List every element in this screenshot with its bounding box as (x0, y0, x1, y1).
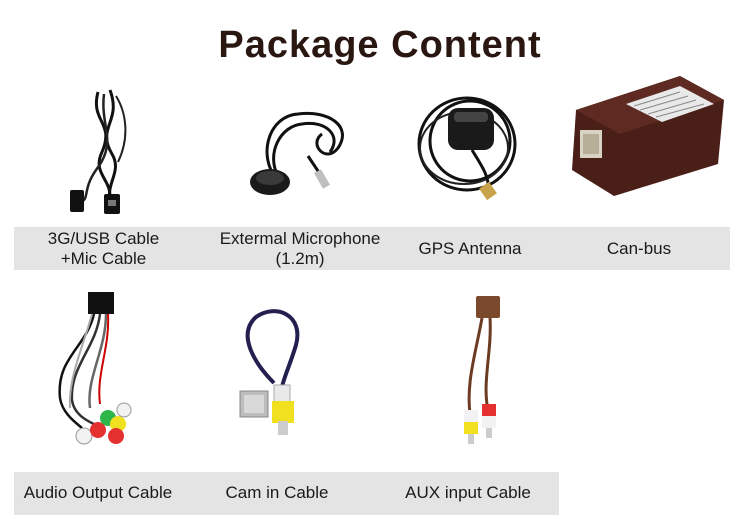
item-label-audio-output: Audio Output Cable (14, 483, 182, 503)
canbus-box-icon (568, 74, 728, 198)
item-label-gps-antenna: GPS Antenna (400, 239, 540, 259)
item-label-cam-in: Cam in Cable (200, 483, 354, 503)
page-title: Package Content (218, 24, 542, 66)
label-band-bottom (14, 472, 559, 515)
item-label-line: Extermal Microphone (219, 229, 381, 248)
item-label-line: Audio Output Cable (23, 483, 173, 502)
gps-antenna-icon (412, 86, 527, 206)
item-label-aux-input: AUX input Cable (388, 483, 548, 503)
item-label-microphone: Extermal Microphone (1.2m) (200, 229, 400, 269)
camera-cable-icon (226, 305, 316, 445)
item-label-line: AUX input Cable (405, 483, 531, 502)
label-band-top (14, 227, 730, 270)
item-label-line: +Mic Cable (60, 249, 147, 268)
microphone-icon (238, 96, 358, 202)
aux-cable-icon (436, 292, 516, 452)
item-label-line: GPS Antenna (418, 239, 522, 258)
item-label-canbus: Can-bus (548, 239, 730, 259)
item-label-line: Cam in Cable (225, 483, 329, 502)
item-label-line: (1.2m) (275, 249, 325, 268)
usb-cable-icon (60, 82, 150, 217)
item-label-line: 3G/USB Cable (47, 229, 160, 248)
item-label-usb-cable: 3G/USB Cable +Mic Cable (14, 229, 193, 269)
item-label-line: Can-bus (606, 239, 672, 258)
audio-output-cable-icon (46, 288, 136, 458)
